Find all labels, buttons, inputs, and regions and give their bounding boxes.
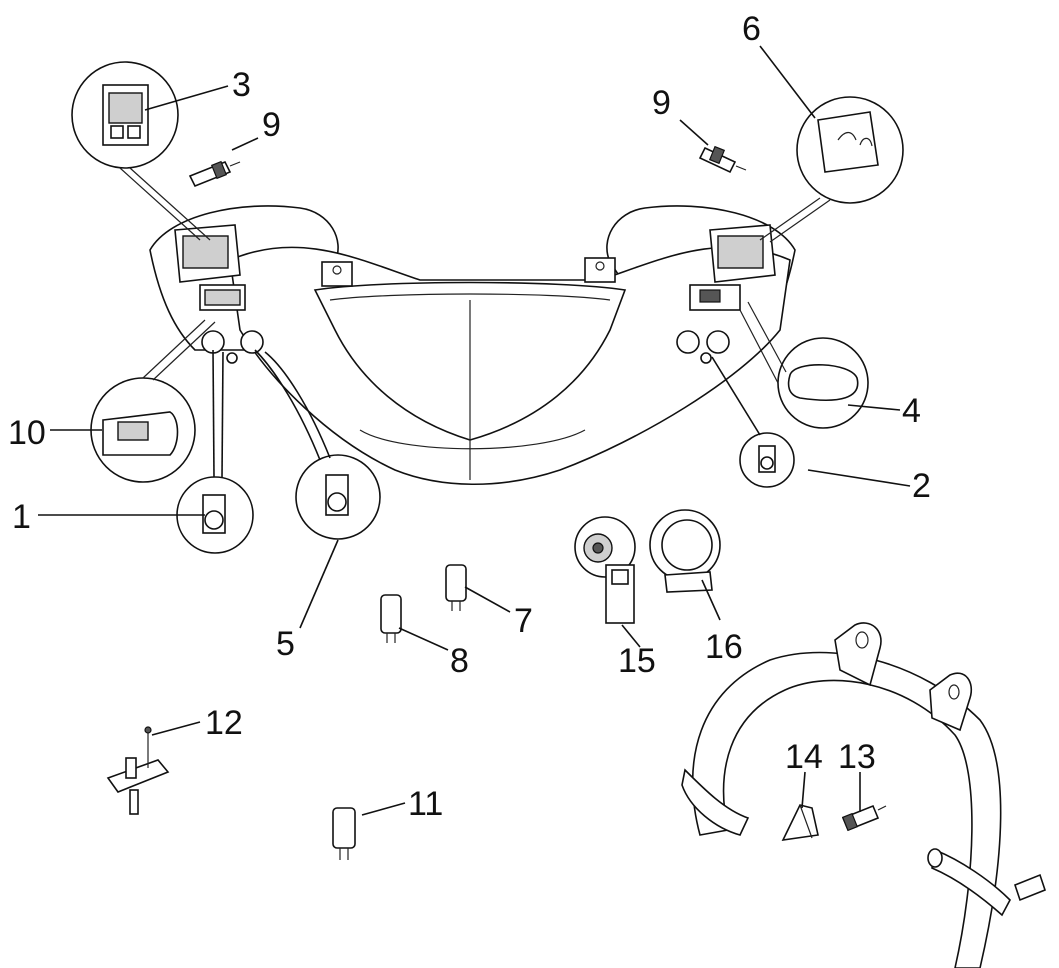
- detail-button-5: [254, 349, 381, 540]
- callout-7: 7: [514, 602, 533, 640]
- switch-12-bracket: [106, 726, 170, 815]
- callout-2: 2: [912, 467, 931, 505]
- callout-5: 5: [276, 625, 295, 663]
- callout-10: 10: [8, 414, 46, 452]
- leader-lines: [38, 45, 911, 816]
- detail-switch-10: [90, 319, 216, 483]
- bulb-9-right: [698, 145, 747, 174]
- callout-1: 1: [12, 498, 31, 536]
- ignition-switch-15: [574, 516, 636, 624]
- detail-button-4: [739, 301, 869, 429]
- callout-8: 8: [450, 642, 469, 680]
- bulb-9-left: [188, 160, 241, 188]
- callout-13: 13: [838, 738, 876, 776]
- bulb-13: [841, 804, 887, 832]
- bulb-7: [445, 564, 467, 611]
- bulb-8: [380, 594, 402, 643]
- detail-switch-6: [759, 96, 904, 243]
- handlebar-cover: [149, 205, 796, 486]
- callout-15: 15: [618, 642, 656, 680]
- callout-6: 6: [742, 10, 761, 48]
- callout-9-right: 9: [652, 84, 671, 122]
- detail-switch-3: [71, 61, 211, 241]
- callout-3: 3: [232, 66, 251, 104]
- stand-frame: [681, 622, 1046, 968]
- callout-labels: 1 2 3 4 5 6 7 8 9 9 10 11 12 13 14 15 16: [8, 10, 931, 823]
- callout-11: 11: [408, 785, 443, 823]
- callout-12: 12: [205, 704, 243, 742]
- callout-9-left: 9: [262, 106, 281, 144]
- callout-14: 14: [785, 738, 823, 776]
- detail-button-1: [176, 349, 254, 554]
- bulb-11: [332, 807, 356, 860]
- detail-button-2: [711, 356, 795, 488]
- callout-16: 16: [705, 628, 743, 666]
- ignition-cover-16: [649, 509, 721, 593]
- lens-14: [781, 804, 819, 842]
- callout-4: 4: [902, 392, 921, 430]
